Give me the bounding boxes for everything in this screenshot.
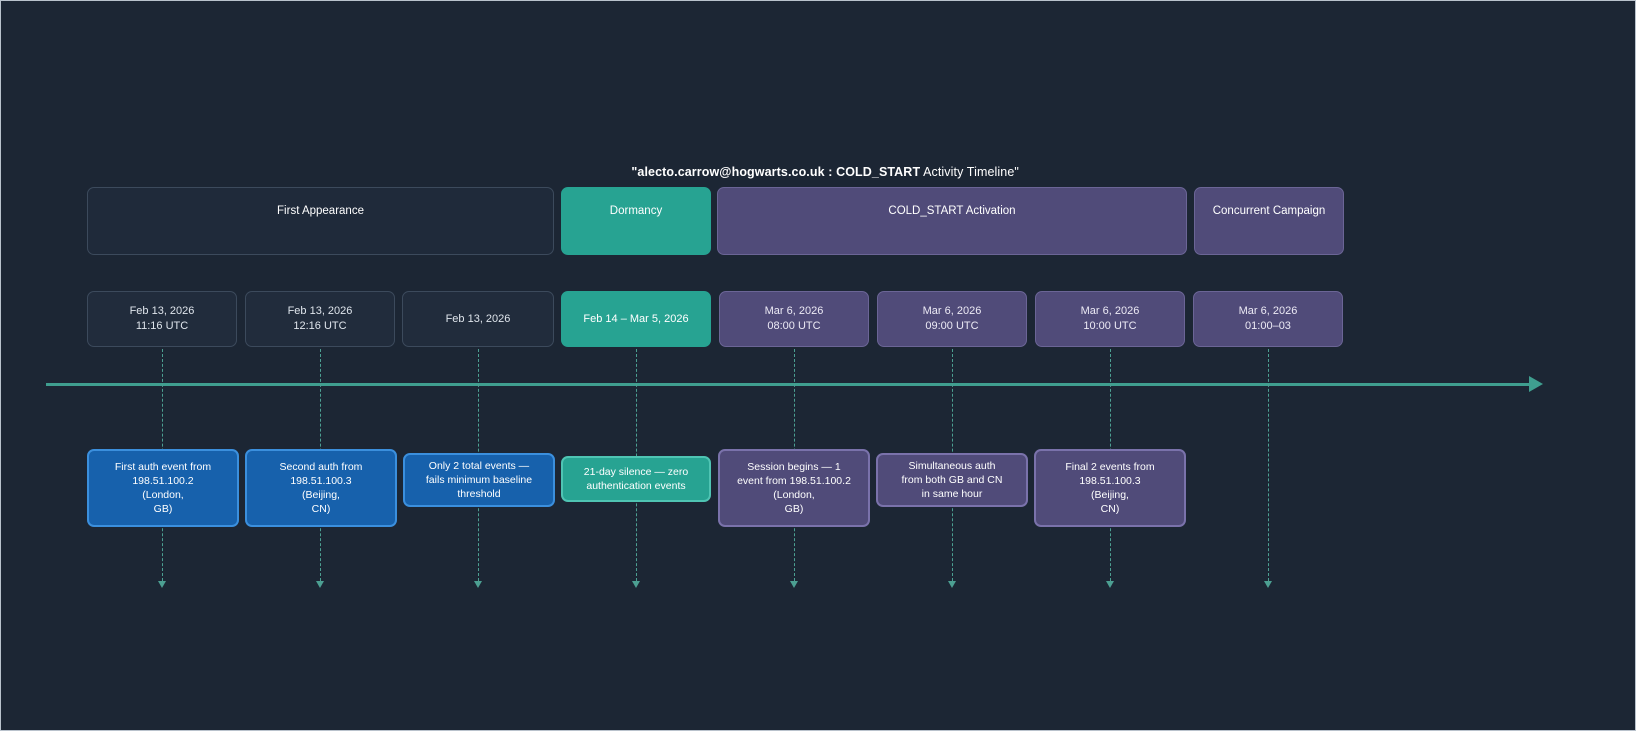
date-box-3[interactable]: Feb 14 – Mar 5, 2026 [561, 291, 711, 347]
date-line-primary: Mar 6, 2026 [922, 305, 982, 318]
date-line-time: 10:00 UTC [1083, 320, 1137, 332]
title-bold-part: " [631, 165, 638, 179]
event-card-0[interactable]: First auth event from 198.51.100.2 (Lond… [87, 449, 239, 527]
date-line-primary: Feb 13, 2026 [287, 305, 353, 318]
date-line-time: 08:00 UTC [767, 320, 821, 332]
connector-arrow-icon-6 [1106, 581, 1114, 588]
timeline-axis-arrow-icon [1529, 376, 1543, 392]
connector-line-7 [1268, 349, 1269, 581]
event-card-2[interactable]: Only 2 total events — fails minimum base… [403, 453, 555, 507]
connector-arrow-icon-5 [948, 581, 956, 588]
phase-header-first-appearance[interactable]: First Appearance [87, 187, 554, 255]
date-line-time: 12:16 UTC [293, 320, 347, 332]
date-line-primary: Mar 6, 2026 [1080, 305, 1140, 318]
date-box-0[interactable]: Feb 13, 2026 11:16 UTC [87, 291, 237, 347]
connector-arrow-icon-2 [474, 581, 482, 588]
title-account-phase: alecto.carrow@hogwarts.co.uk : COLD_STAR… [637, 165, 921, 179]
date-line-time: 09:00 UTC [925, 320, 979, 332]
date-line-primary: Mar 6, 2026 [1238, 305, 1298, 318]
date-box-1[interactable]: Feb 13, 2026 12:16 UTC [245, 291, 395, 347]
date-box-6[interactable]: Mar 6, 2026 10:00 UTC [1035, 291, 1185, 347]
date-line-time: 01:00–03 [1245, 320, 1291, 332]
connector-arrow-icon-4 [790, 581, 798, 588]
title-suffix: Activity Timeline" [920, 165, 1019, 179]
date-line-primary: Feb 13, 2026 [129, 305, 195, 318]
connector-arrow-icon-3 [632, 581, 640, 588]
phase-header-cold-start-activation[interactable]: COLD_START Activation [717, 187, 1187, 255]
date-line-primary: Feb 13, 2026 [445, 312, 511, 325]
date-line-primary: Mar 6, 2026 [764, 305, 824, 318]
date-box-7[interactable]: Mar 6, 2026 01:00–03 [1193, 291, 1343, 347]
date-box-2[interactable]: Feb 13, 2026 [402, 291, 554, 347]
phase-header-concurrent-campaign[interactable]: Concurrent Campaign [1194, 187, 1344, 255]
event-card-6[interactable]: Final 2 events from 198.51.100.3 (Beijin… [1034, 449, 1186, 527]
connector-arrow-icon-1 [316, 581, 324, 588]
connector-arrow-icon-7 [1264, 581, 1272, 588]
date-line-primary: Feb 14 – Mar 5, 2026 [583, 312, 689, 325]
timeline-axis-line [46, 383, 1531, 386]
phase-header-dormancy[interactable]: Dormancy [561, 187, 711, 255]
event-card-4[interactable]: Session begins — 1 event from 198.51.100… [718, 449, 870, 527]
date-line-time: 11:16 UTC [135, 320, 189, 332]
date-box-5[interactable]: Mar 6, 2026 09:00 UTC [877, 291, 1027, 347]
date-box-4[interactable]: Mar 6, 2026 08:00 UTC [719, 291, 869, 347]
event-card-1[interactable]: Second auth from 198.51.100.3 (Beijing, … [245, 449, 397, 527]
connector-arrow-icon-0 [158, 581, 166, 588]
event-card-3[interactable]: 21-day silence — zero authentication eve… [561, 456, 711, 502]
page-title: "alecto.carrow@hogwarts.co.uk : COLD_STA… [1, 151, 1635, 193]
event-card-5[interactable]: Simultaneous auth from both GB and CN in… [876, 453, 1028, 507]
